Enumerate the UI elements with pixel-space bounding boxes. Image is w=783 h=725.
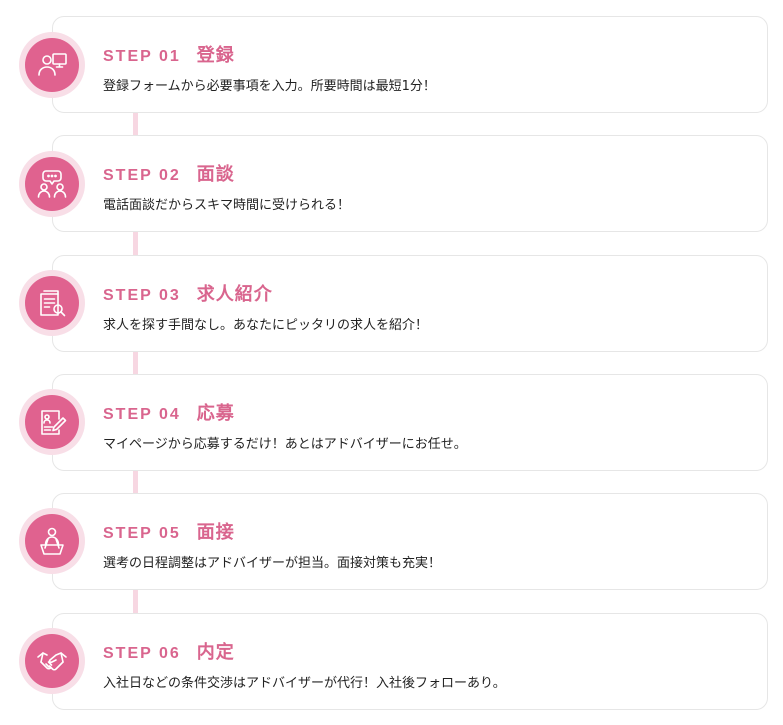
step-description: 求人を探す手間なし。あなたにピッタリの求人を紹介！ [103,318,429,333]
timeline-connector [133,112,138,136]
step-icon-badge-04 [19,389,85,455]
timeline-connector [133,232,138,256]
step-description: 登録フォームから必要事項を入力。所要時間は最短1分！ [103,79,436,94]
step-icon-badge-01 [19,32,85,98]
step-card-03: STEP 03 求人紹介 求人を探す手間なし。あなたにピッタリの求人を紹介！ [52,255,768,352]
step-heading: STEP 03 求人紹介 [103,280,273,306]
step-title: 面接 [196,522,235,543]
step-heading: STEP 04 応募 [103,399,235,425]
step-heading: STEP 01 登録 [103,41,235,67]
step-icon-badge-02 [19,151,85,217]
timeline-connector [133,470,138,494]
user-computer-icon [25,38,79,92]
step-card-02: STEP 02 面談 電話面談だからスキマ時間に受けられる！ [52,135,768,232]
step-title: 応募 [196,403,235,424]
step-title: 面談 [196,164,235,185]
step-description: マイページから応募するだけ！あとはアドバイザーにお任せ。 [103,437,467,452]
step-description: 選考の日程調整はアドバイザーが担当。面接対策も充実！ [103,556,442,571]
handshake-icon [25,634,79,688]
step-number: STEP 01 [103,48,181,65]
step-card-05: STEP 05 面接 選考の日程調整はアドバイザーが担当。面接対策も充実！ [52,493,768,590]
step-title: 内定 [196,642,235,663]
document-search-icon [25,276,79,330]
interview-icon [25,514,79,568]
step-icon-badge-03 [19,270,85,336]
resume-edit-icon [25,395,79,449]
step-heading: STEP 06 内定 [103,638,235,664]
step-title: 登録 [196,45,235,66]
step-number: STEP 03 [103,287,181,304]
step-description: 電話面談だからスキマ時間に受けられる！ [103,198,351,213]
conversation-icon [25,157,79,211]
step-heading: STEP 05 面接 [103,518,235,544]
step-icon-badge-06 [19,628,85,694]
step-icon-badge-05 [19,508,85,574]
step-description: 入社日などの条件交渉はアドバイザーが代行！入社後フォローあり。 [103,676,506,691]
timeline-connector [133,589,138,614]
step-card-06: STEP 06 内定 入社日などの条件交渉はアドバイザーが代行！入社後フォローあ… [52,613,768,710]
step-card-01: STEP 01 登録 登録フォームから必要事項を入力。所要時間は最短1分！ [52,16,768,113]
step-card-04: STEP 04 応募 マイページから応募するだけ！あとはアドバイザーにお任せ。 [52,374,768,471]
step-number: STEP 05 [103,525,181,542]
step-number: STEP 06 [103,645,181,662]
step-number: STEP 02 [103,167,181,184]
step-number: STEP 04 [103,406,181,423]
timeline-connector [133,351,138,375]
step-heading: STEP 02 面談 [103,160,235,186]
step-title: 求人紹介 [196,284,273,305]
